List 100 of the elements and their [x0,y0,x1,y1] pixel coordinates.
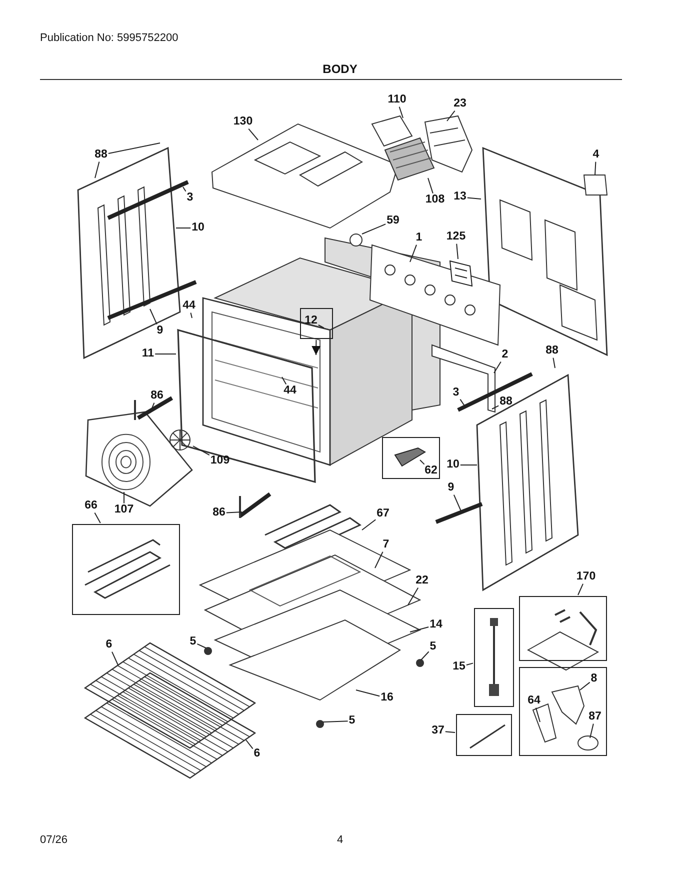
leader-line [578,583,584,596]
leader-line [580,682,590,690]
leader-line [466,662,474,666]
leader-line [196,643,206,648]
callout-number: 59 [386,215,400,227]
leader-line [466,197,482,200]
leader-line [594,161,596,176]
callout-number: 37 [432,725,444,737]
callout-number: 109 [210,455,230,467]
inset-frame [456,714,512,756]
leader-line [362,519,376,530]
callout-number: 5 [430,641,436,653]
leader-line [446,110,456,122]
leader-line [192,446,210,456]
callout-number: 8 [590,673,598,685]
leader-line [108,142,160,154]
leader-line [318,324,324,328]
leader-line [248,128,258,140]
callout-number: 22 [416,575,428,587]
leader-line [190,312,192,318]
callout-number: 44 [182,300,196,312]
callout-number: 130 [233,116,253,128]
leader-line [552,357,556,368]
leader-line [398,106,404,118]
callout-number: 87 [588,711,602,723]
leader-line [94,512,101,524]
leader-line [444,731,456,733]
callout-number: 3 [452,387,460,399]
callout-number: 125 [446,231,466,243]
leader-line [535,707,540,722]
callout-number: 2 [502,349,508,361]
leader-line [492,405,500,410]
callout-number: 88 [546,345,558,357]
leader-line [590,723,594,738]
callout-number: 4 [592,149,600,161]
callout-number: 9 [156,325,164,337]
date-text: 07/26 [40,834,68,846]
leader-line [356,690,380,697]
inset-frame [474,608,514,707]
callout-number: 110 [388,94,406,106]
pointer-arrow [312,340,321,356]
callout-number: 11 [142,348,154,360]
leader-line [456,243,458,260]
callout-number: 108 [425,194,445,206]
leader-line [94,161,100,178]
leader-line [182,186,186,192]
callout-number: 10 [446,459,460,471]
leader-line [150,402,155,414]
callout-number: 88 [94,149,108,161]
leader-line [362,224,386,234]
callout-number: 170 [576,571,596,583]
inset-frame [519,596,607,661]
callout-number: 62 [424,465,438,477]
callout-number: 66 [84,500,98,512]
callout-number: 64 [528,695,540,707]
inset-frame [72,524,180,615]
callout-number: 67 [376,508,390,520]
inset-frame [382,437,440,479]
leader-line [410,244,417,262]
callout-number: 5 [348,715,356,727]
leader-line [112,651,118,666]
inset-frame [519,667,607,756]
leader-line [322,720,348,722]
section-title: BODY [322,62,358,76]
callout-number: 13 [454,191,466,203]
leader-line [374,551,384,568]
leader-line [460,398,466,408]
leader-line [460,464,478,466]
callout-number: 5 [190,636,196,648]
leader-line [150,308,158,325]
leader-line [408,587,419,606]
callout-number: 14 [430,619,442,631]
leader-line [226,512,242,514]
inset-frame [300,308,333,339]
callout-number: 16 [380,692,394,704]
callout-number: 6 [254,748,260,760]
callout-number: 107 [114,504,134,516]
callout-number: 6 [106,639,112,651]
callout-number: 12 [304,315,318,327]
leader-line [453,494,462,512]
leader-line [494,361,502,374]
callout-number: 1 [416,232,422,244]
callout-number: 88 [500,396,512,408]
page-number: 4 [336,834,344,846]
callout-number: 15 [452,661,466,673]
leader-line [246,740,254,750]
leader-line [420,460,425,465]
callout-number: 86 [150,390,164,402]
leader-line [282,376,287,385]
callout-number: 9 [448,482,454,494]
callout-number: 7 [382,539,390,551]
callout-number: 3 [186,192,194,204]
leader-line [428,178,434,194]
callout-number: 23 [454,98,466,110]
callout-number: 10 [192,222,204,234]
leader-line [410,626,430,632]
publication-number: Publication No: 5995752200 [40,32,178,44]
leader-line [420,651,430,660]
callout-number: 44 [284,385,296,397]
callout-number: 86 [212,507,226,519]
